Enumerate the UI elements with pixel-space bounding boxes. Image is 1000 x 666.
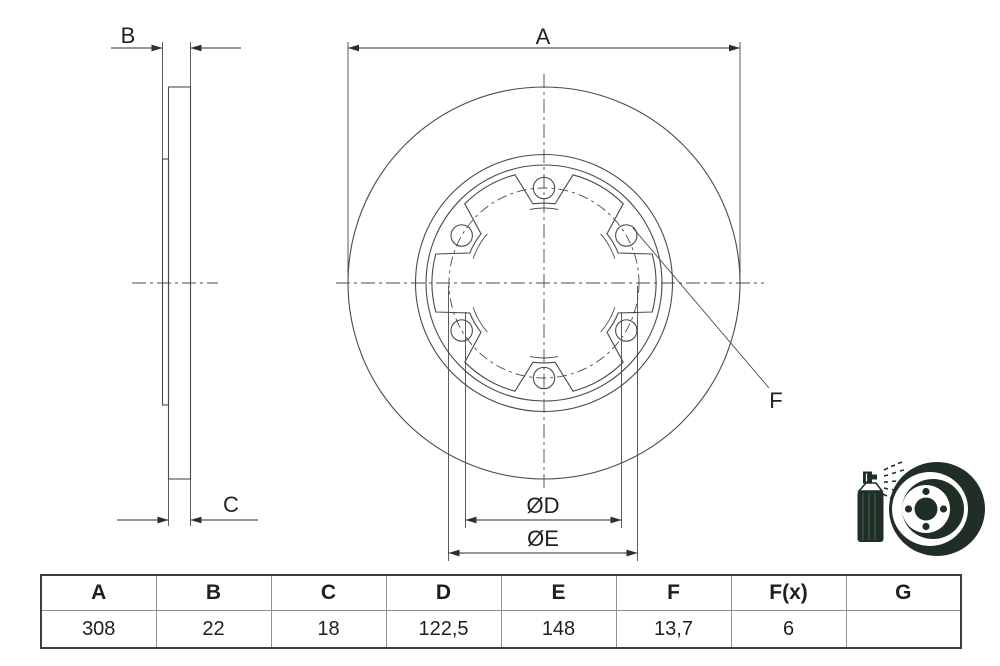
dimension-c: C: [117, 492, 258, 524]
table-header-cell-e: E: [500, 574, 617, 611]
bolt-hole: [615, 224, 638, 247]
spray-can-icon: [857, 471, 884, 542]
dimension-b: B: [111, 23, 241, 52]
table-value-cell-f: 13,7: [615, 610, 732, 649]
front-view-centerlines: [336, 74, 764, 490]
bolt-holes: [450, 176, 638, 390]
table-value-cell-fx: 6: [730, 610, 847, 649]
arrow-d-right: [610, 516, 622, 524]
bolt-hole: [615, 319, 638, 342]
table-value-cell-a: 308: [40, 610, 157, 649]
table-value-cell-g: [845, 610, 962, 649]
label-d: ØD: [527, 493, 560, 518]
arrow-c-right: [190, 516, 202, 524]
table-header-cell-g: G: [845, 574, 962, 611]
arrow-a-right: [729, 44, 740, 52]
arrow-b-right: [190, 44, 202, 52]
label-c: C: [223, 492, 239, 517]
table-header-row: A B C D E F F(x) G: [40, 574, 962, 611]
technical-drawing: B C: [111, 23, 985, 561]
table-header-cell-b: B: [155, 574, 272, 611]
label-a: A: [536, 24, 551, 49]
table-header-cell-d: D: [385, 574, 502, 611]
bolt-hole: [450, 319, 473, 342]
label-f: F: [769, 388, 782, 413]
arrow-c-left: [157, 516, 169, 524]
side-view-extension-lines: [162, 42, 191, 526]
table-value-cell-c: 18: [270, 610, 387, 649]
front-view: [336, 74, 764, 490]
spray-coated-disc-icon: [857, 461, 985, 556]
table-value-cell-b: 22: [155, 610, 272, 649]
label-b: B: [121, 23, 136, 48]
table-value-cell-e: 148: [500, 610, 617, 649]
side-view: [132, 42, 218, 526]
dimension-d: ØD: [465, 312, 622, 528]
dimension-a: A: [347, 24, 741, 284]
table-header-cell-f: F: [615, 574, 732, 611]
arrow-e-left: [448, 549, 460, 557]
table-value-row: 308 22 18 122,5 148 13,7 6: [40, 610, 962, 649]
table-header-cell-c: C: [270, 574, 387, 611]
arrow-e-right: [626, 549, 638, 557]
arrow-d-left: [465, 516, 477, 524]
table-header-cell-a: A: [40, 574, 157, 611]
table-value-cell-d: 122,5: [385, 610, 502, 649]
bolt-hole: [450, 224, 473, 247]
label-e: ØE: [527, 526, 559, 551]
table-header-cell-fx: F(x): [730, 574, 847, 611]
leader-line-f: [632, 227, 770, 389]
dimension-e: ØE: [448, 286, 638, 561]
coated-disc-icon: [889, 462, 985, 556]
dimension-f: F: [632, 227, 783, 413]
arrow-a-left: [348, 44, 359, 52]
arrow-b-left: [151, 44, 163, 52]
side-view-hub-protrusion: [161, 158, 170, 406]
dimension-table: A B C D E F F(x) G 308 22 18 122,5 148 1…: [40, 574, 962, 649]
